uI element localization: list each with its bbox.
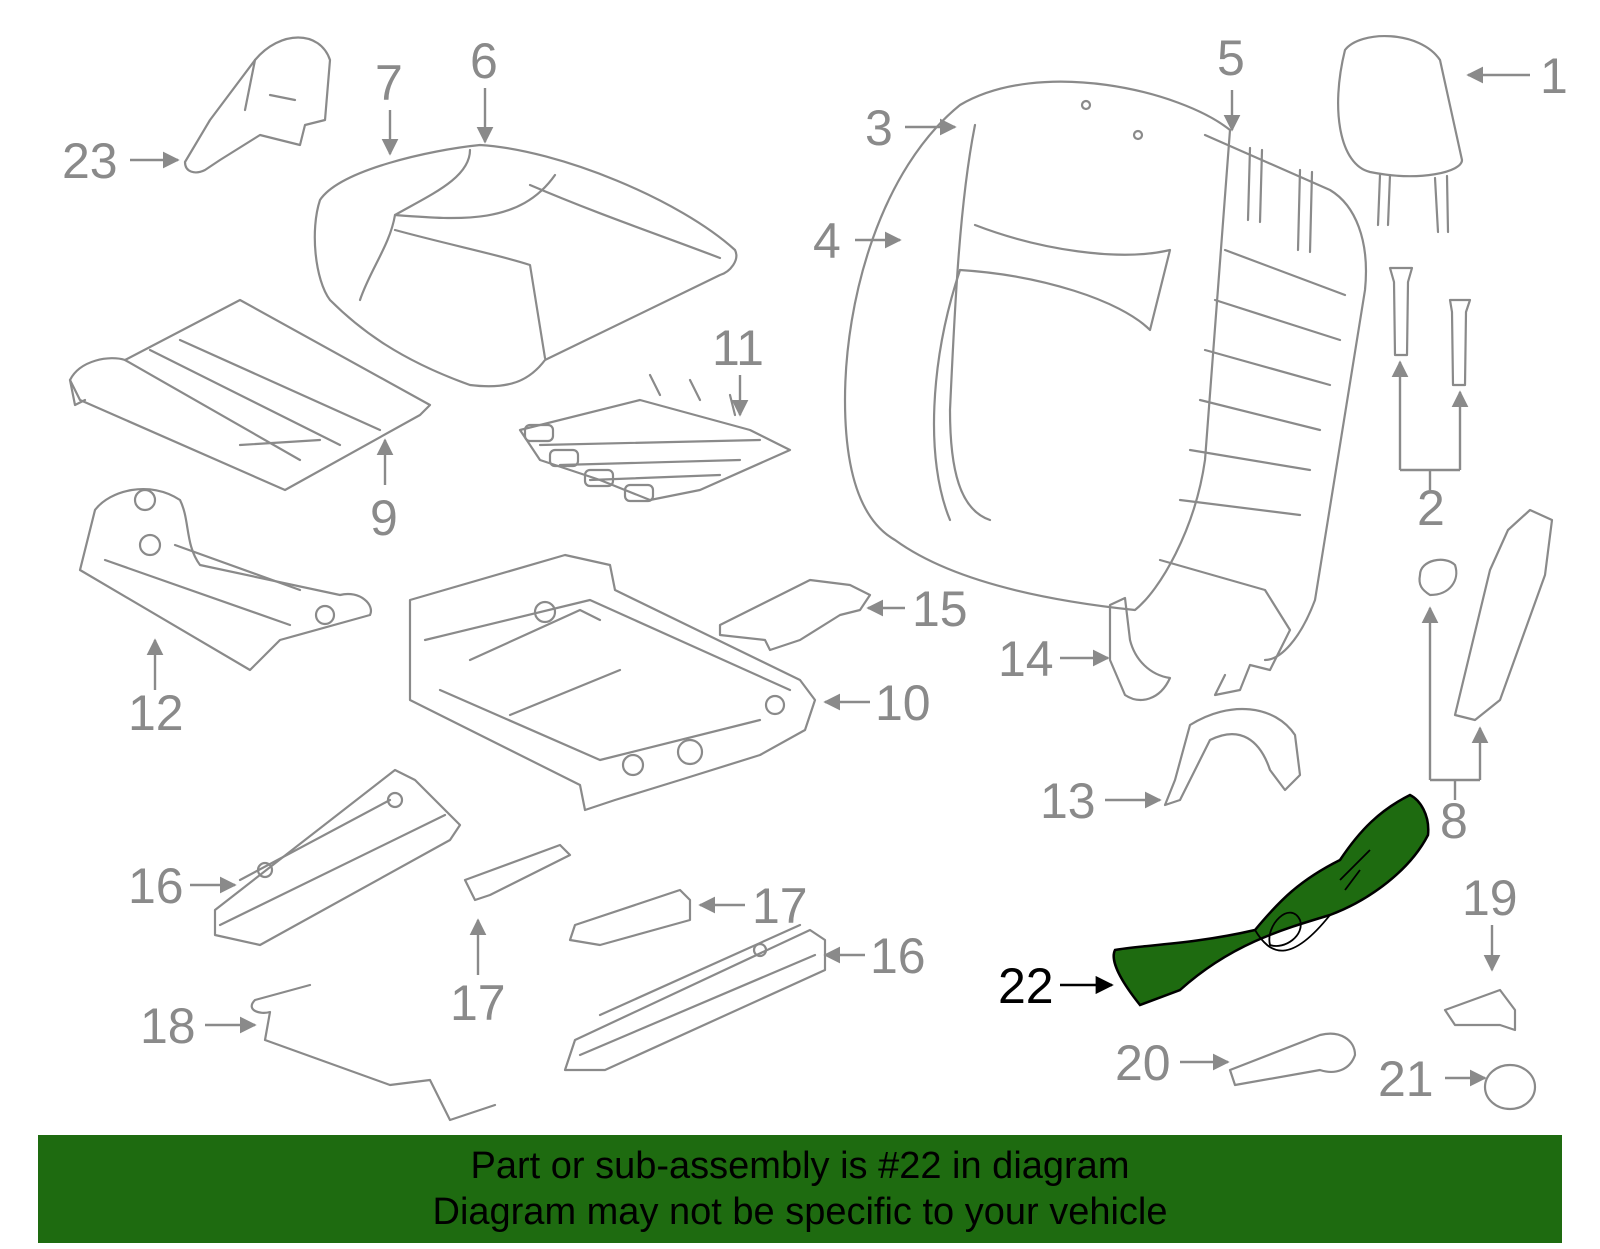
- part-23-headrest-trim: [183, 36, 332, 174]
- part-17-track-cover-a: [463, 843, 572, 902]
- leader-arrows: [130, 66, 1530, 1087]
- callout-23: 23: [62, 133, 118, 189]
- part-13-recliner-cover: [1163, 707, 1302, 807]
- part-1-headrest: [1337, 35, 1464, 234]
- part-8-side-trim: [1418, 508, 1554, 800]
- callout-4: 4: [813, 213, 841, 269]
- part-15-bracket: [718, 578, 872, 652]
- callout-17-right: 17: [752, 878, 808, 934]
- callout-17-bottom: 17: [450, 975, 506, 1031]
- part-14-bracket: [1108, 596, 1172, 701]
- part-16-seat-track-left: [213, 768, 462, 947]
- callout-2: 2: [1417, 480, 1445, 536]
- banner-background: [38, 1135, 1562, 1243]
- part-3-seatback-cover: [843, 80, 1232, 612]
- callout-20: 20: [1115, 1035, 1171, 1091]
- callout-6: 6: [470, 33, 498, 89]
- callout-10: 10: [875, 675, 931, 731]
- callout-7: 7: [375, 55, 403, 111]
- part-19-lever: [1443, 988, 1517, 1032]
- part-21-cap: [1483, 1063, 1537, 1111]
- part-11-seat-springs: [518, 373, 792, 503]
- part-10-seat-frame: [408, 553, 817, 812]
- callout-11: 11: [712, 320, 764, 376]
- callout-18: 18: [140, 998, 196, 1054]
- callout-9: 9: [370, 490, 398, 546]
- part-2-headrest-guides: [1388, 266, 1472, 490]
- banner-line-2: Diagram may not be specific to your vehi…: [432, 1191, 1168, 1233]
- callout-12: 12: [128, 685, 184, 741]
- part-5-seatback-frame: [1158, 133, 1367, 697]
- callout-16-right: 16: [870, 928, 926, 984]
- callout-labels: 1 2 3 4 5 6 7 8 9 10 11 12 13 14 15 16 1…: [62, 30, 1568, 1107]
- callout-3: 3: [865, 100, 893, 156]
- callout-8: 8: [1440, 793, 1468, 849]
- callout-16-left: 16: [128, 858, 184, 914]
- part-18-wire: [250, 983, 497, 1122]
- callout-13: 13: [1040, 773, 1096, 829]
- callout-19: 19: [1462, 870, 1518, 926]
- callout-22: 22: [998, 958, 1054, 1014]
- callout-1: 1: [1540, 48, 1568, 104]
- part-17-track-cover-b: [568, 888, 692, 947]
- part-20-recline-handle: [1228, 1032, 1357, 1087]
- part-9-seat-pan-pad: [68, 298, 432, 492]
- callout-15: 15: [912, 581, 968, 637]
- info-banner: Part or sub-assembly is #22 in diagram D…: [38, 1135, 1562, 1243]
- banner-line-1: Part or sub-assembly is #22 in diagram: [470, 1145, 1130, 1187]
- part-6-seat-cushion-cover: [313, 143, 738, 388]
- part-12-cushion-pan: [78, 488, 373, 672]
- callout-14: 14: [998, 631, 1054, 687]
- callout-5: 5: [1217, 30, 1245, 86]
- part-16-seat-track-right: [563, 923, 827, 1072]
- part-22-side-shield: [1112, 793, 1430, 1007]
- callout-21: 21: [1378, 1051, 1434, 1107]
